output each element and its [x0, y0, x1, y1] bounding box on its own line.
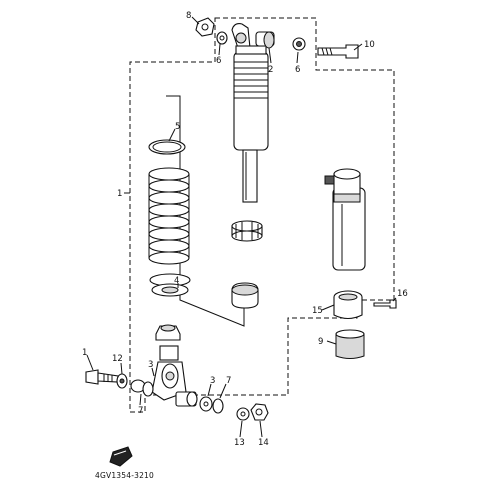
- callout-3a: 3: [148, 360, 153, 370]
- bump-stop: [231, 282, 259, 309]
- right-washers: [199, 396, 224, 414]
- front-arrow-icon: [109, 446, 133, 467]
- rubber-band: [335, 329, 365, 359]
- callout-15: 15: [312, 306, 323, 316]
- callout-16: 16: [397, 289, 408, 299]
- callout-6a: 6: [216, 56, 221, 66]
- adjuster-nut: [231, 220, 263, 242]
- lower-nut: [155, 324, 181, 341]
- callout-9: 9: [318, 337, 323, 347]
- left-collar: [130, 379, 154, 397]
- lower-clevis: [151, 345, 198, 407]
- reservoir: [324, 168, 366, 271]
- callout-1-lower: 1: [82, 348, 87, 358]
- assembly-boundary: [129, 17, 395, 413]
- callout-7a: 7: [226, 376, 231, 386]
- diagram-code: 4GV1354-3210: [95, 471, 154, 480]
- callout-8: 8: [186, 11, 191, 21]
- callout-3b: 3: [210, 376, 215, 386]
- callout-10: 10: [364, 40, 375, 50]
- callout-14: 14: [258, 438, 269, 448]
- reservoir-clamp: [333, 290, 397, 320]
- callout-6b: 6: [295, 65, 300, 75]
- callout-2: 2: [268, 65, 273, 75]
- upper-mount-hardware: [195, 17, 359, 59]
- callout-1: 1: [117, 189, 122, 199]
- coil-spring: [148, 167, 190, 265]
- lower-bolt: [85, 369, 119, 385]
- callout-4: 4: [174, 276, 179, 286]
- callout-12: 12: [112, 354, 123, 364]
- washer-and-nut: [236, 403, 269, 421]
- callout-13: 13: [234, 438, 245, 448]
- spring-seat-ring: [148, 139, 186, 155]
- leader-lines: [86, 16, 397, 438]
- callout-7b: 7: [138, 406, 143, 416]
- left-washer: [116, 373, 128, 389]
- spring-guide: [149, 273, 191, 297]
- shock-absorber: [231, 23, 269, 203]
- callout-5: 5: [175, 122, 180, 132]
